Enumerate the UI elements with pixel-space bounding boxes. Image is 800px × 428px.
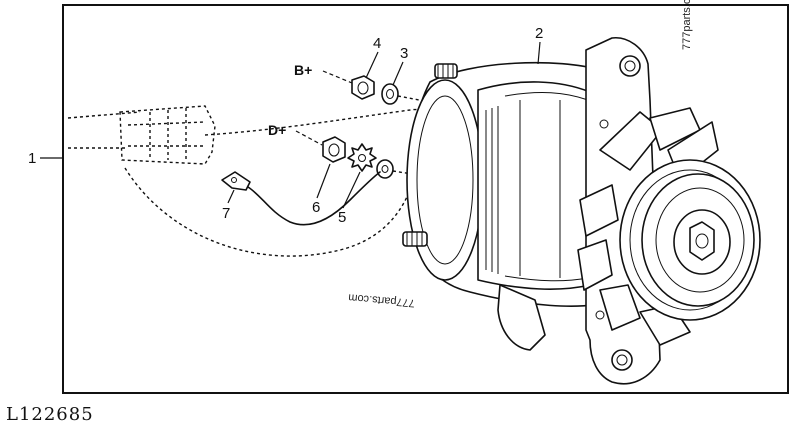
callout-7: 7	[222, 189, 235, 222]
svg-text:D+: D+	[268, 122, 286, 138]
rear-stud-lower	[402, 231, 428, 247]
nut-b-plus	[351, 75, 375, 100]
lock-washer-d-plus	[347, 143, 377, 172]
watermark-top-right: 777parts.com	[681, 0, 693, 50]
svg-text:3: 3	[400, 45, 408, 62]
diagram-frame	[62, 4, 789, 394]
ring-terminal-d-plus	[376, 159, 394, 179]
cable-lug	[221, 171, 381, 226]
svg-text:4: 4	[373, 35, 381, 52]
callout-4: 4	[365, 35, 381, 79]
b-plus-stud-line	[397, 95, 441, 105]
figure-id: L122685	[6, 404, 94, 425]
washer-b-plus	[381, 83, 399, 105]
svg-text:5: 5	[338, 209, 346, 226]
svg-text:1: 1	[28, 150, 36, 167]
callout-2: 2	[535, 25, 543, 65]
callout-6: 6	[312, 163, 331, 216]
svg-text:7: 7	[222, 205, 230, 222]
callout-5: 5	[338, 171, 361, 226]
nut-d-plus	[322, 136, 346, 163]
wiring-harness-connector	[67, 105, 427, 257]
terminal-b-plus: B+	[294, 62, 353, 84]
svg-text:6: 6	[312, 199, 320, 216]
alternator-body	[402, 37, 761, 385]
rear-stud-upper	[434, 63, 458, 79]
terminal-d-plus: D+	[268, 122, 323, 146]
callout-1: 1	[28, 150, 63, 167]
drive-pulley	[619, 159, 761, 321]
svg-text:B+: B+	[294, 62, 312, 78]
watermark-center: 777parts.com	[348, 291, 415, 309]
svg-text:2: 2	[535, 25, 543, 42]
cooling-fan	[577, 107, 719, 346]
callout-3: 3	[392, 45, 408, 86]
